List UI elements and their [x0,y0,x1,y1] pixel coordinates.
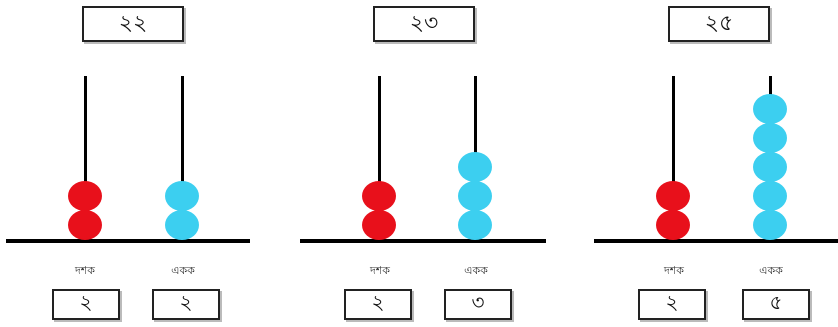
ones-digit-box: ৫ [742,289,810,320]
tens-bead [656,181,690,211]
abacus-base [6,239,250,243]
tens-place-label: দশক [75,264,95,277]
abacus-25: ২৫ দশক একক ২ ৫ [590,0,838,327]
tens-rod [672,76,675,239]
ones-bead [458,152,492,182]
ones-place-label: একক [464,264,488,277]
ones-bead [458,210,492,240]
tens-digit-box: ২ [52,289,120,320]
tens-rod [84,76,87,239]
ones-bead [753,210,787,240]
ones-bead [753,152,787,182]
tens-bead [656,210,690,240]
tens-bead [68,181,102,211]
abacus-base [594,239,838,243]
tens-rod [378,76,381,239]
ones-bead [165,181,199,211]
tens-place-label: দশক [664,264,684,277]
number-box: ২২ [82,6,184,42]
tens-bead [362,210,396,240]
ones-bead [458,181,492,211]
number-box: ২৩ [373,6,475,42]
ones-digit-box: ৩ [444,289,512,320]
ones-bead [753,123,787,153]
ones-place-label: একক [171,264,195,277]
abacus-base [300,239,546,243]
ones-rod [181,76,184,239]
tens-digit-box: ২ [344,289,412,320]
ones-bead [753,94,787,124]
abacus-22: ২২ দশক একক ২ ২ [0,0,250,327]
tens-place-label: দশক [370,264,390,277]
number-box: ২৫ [668,6,770,42]
tens-bead [68,210,102,240]
ones-bead [753,181,787,211]
tens-digit-box: ২ [638,289,706,320]
ones-place-label: একক [759,264,783,277]
abacus-23: ২৩ দশক একক ২ ৩ [296,0,546,327]
ones-digit-box: ২ [152,289,220,320]
tens-bead [362,181,396,211]
ones-bead [165,210,199,240]
